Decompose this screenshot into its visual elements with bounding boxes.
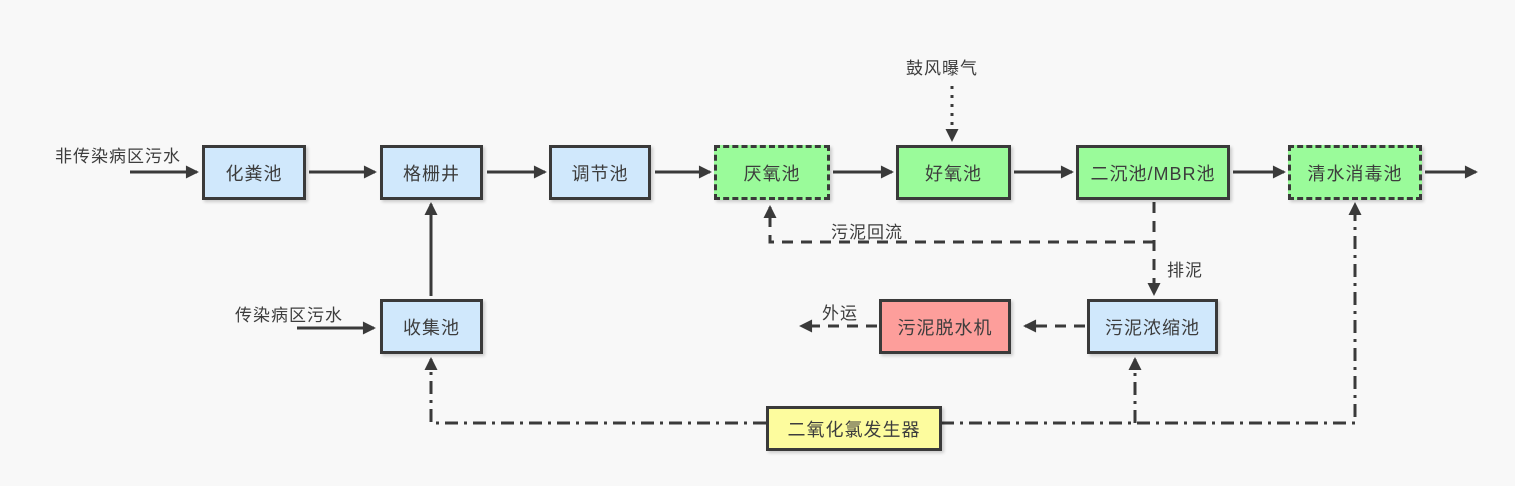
label-sludge-discharge: 排泥 — [1167, 261, 1203, 280]
label-sludge-return: 污泥回流 — [831, 223, 903, 242]
label-blast-aeration: 鼓风曝气 — [906, 59, 978, 78]
node-anaerobic-tank-label: 厌氧池 — [743, 163, 801, 184]
node-sludge-thickening-label: 污泥浓缩池 — [1105, 317, 1200, 338]
node-disinfection-tank-label: 清水消毒池 — [1307, 163, 1403, 184]
node-collection-tank-label: 收集池 — [403, 317, 460, 338]
node-chlorine-generator-label: 二氧化氯发生器 — [787, 419, 921, 440]
node-regulating-tank: 调节池 — [549, 145, 651, 200]
node-regulating-tank-label: 调节池 — [571, 163, 629, 184]
node-secondary-mbr-tank-label: 二沉池/MBR池 — [1090, 163, 1216, 184]
node-collection-tank: 收集池 — [380, 299, 483, 354]
node-secondary-mbr-tank: 二沉池/MBR池 — [1076, 145, 1230, 200]
arrow-chlorine-to-disinfection — [941, 202, 1362, 425]
node-sludge-thickening: 污泥浓缩池 — [1087, 299, 1218, 354]
node-aerobic-tank: 好氧池 — [896, 145, 1011, 200]
node-grid-well-label: 格栅井 — [403, 163, 460, 184]
label-non-infectious-sewage: 非传染病区污水 — [55, 147, 181, 166]
node-disinfection-tank: 清水消毒池 — [1288, 145, 1422, 200]
node-aerobic-tank-label: 好氧池 — [925, 163, 982, 184]
node-anaerobic-tank: 厌氧池 — [714, 145, 830, 200]
node-grid-well: 格栅井 — [380, 145, 483, 200]
node-septic-tank: 化粪池 — [202, 145, 306, 200]
label-infectious-sewage: 传染病区污水 — [235, 306, 343, 325]
node-chlorine-generator: 二氧化氯发生器 — [766, 406, 942, 451]
arrow-chlorine-to-collection — [424, 357, 766, 425]
node-sludge-dewatering-label: 污泥脱水机 — [897, 317, 993, 338]
arrow-sludge-return-to-anaerobic — [763, 205, 1154, 244]
label-outward-transport: 外运 — [822, 304, 858, 323]
node-septic-tank-label: 化粪池 — [225, 163, 283, 184]
node-sludge-dewatering: 污泥脱水机 — [879, 299, 1011, 354]
